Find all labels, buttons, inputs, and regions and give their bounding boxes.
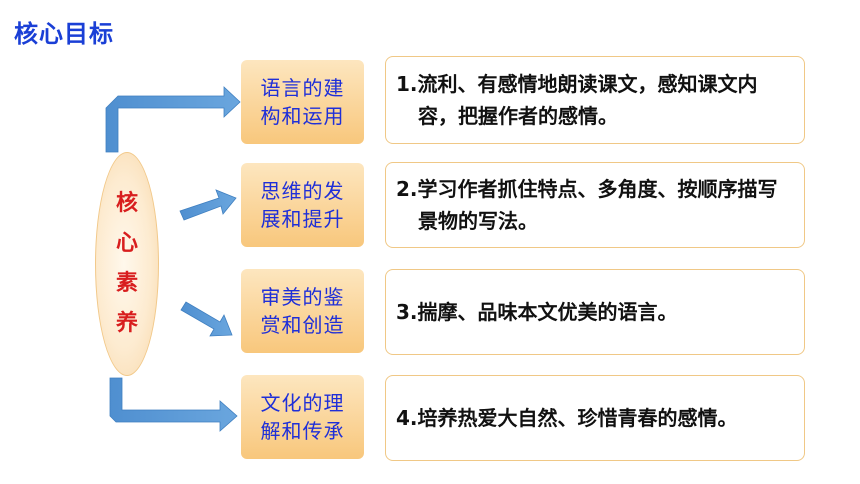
category-box-1: 语言的建构和运用: [241, 60, 364, 144]
objective-text-3: 3.揣摩、品味本文优美的语言。: [396, 300, 678, 324]
category-box-4: 文化的理解和传承: [241, 375, 364, 459]
category-label-3: 审美的鉴赏和创造: [260, 285, 345, 337]
arrow-to-category-4: [109, 377, 238, 432]
category-label-1: 语言的建构和运用: [260, 76, 345, 128]
objective-text-1: 1.流利、有感情地朗读课文，感知课文内容，把握作者的感情。: [396, 72, 758, 128]
core-competency-oval: 核 心 素 养: [95, 152, 159, 376]
arrow-to-category-2: [179, 189, 237, 221]
category-label-2: 思维的发展和提升: [260, 179, 345, 231]
category-label-4: 文化的理解和传承: [260, 391, 345, 443]
objective-text-2: 2.学习作者抓住特点、多角度、按顺序描写景物的写法。: [396, 177, 778, 233]
objective-box-3: 3.揣摩、品味本文优美的语言。: [385, 269, 805, 355]
objective-box-1: 1.流利、有感情地朗读课文，感知课文内容，把握作者的感情。: [385, 56, 805, 144]
arrow-to-category-1: [105, 86, 241, 153]
page-title: 核心目标: [14, 20, 114, 48]
core-char-3: 素: [115, 271, 138, 296]
category-box-2: 思维的发展和提升: [241, 163, 364, 247]
objective-box-2: 2.学习作者抓住特点、多角度、按顺序描写景物的写法。: [385, 162, 805, 248]
core-char-4: 养: [115, 311, 138, 336]
objective-box-4: 4.培养热爱大自然、珍惜青春的感情。: [385, 375, 805, 461]
objective-text-4: 4.培养热爱大自然、珍惜青春的感情。: [396, 406, 738, 430]
core-char-1: 核: [115, 191, 138, 216]
arrow-to-category-3: [180, 301, 233, 337]
core-char-2: 心: [115, 231, 138, 256]
category-box-3: 审美的鉴赏和创造: [241, 269, 364, 353]
